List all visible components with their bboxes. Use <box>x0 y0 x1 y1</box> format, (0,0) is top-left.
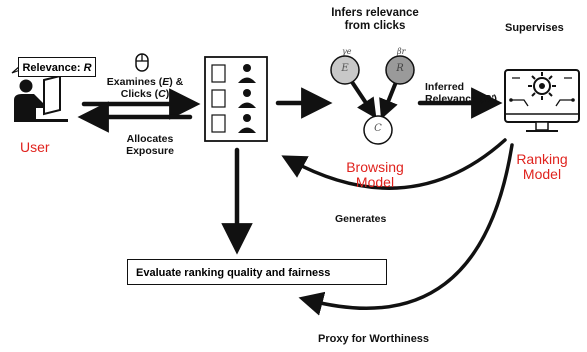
bubble-var: R <box>83 62 92 74</box>
node-c-label: C <box>374 123 382 134</box>
ranking-line2: Model <box>522 166 562 182</box>
allocates-line1: Allocates <box>126 133 174 145</box>
browsing-model-graph <box>330 55 415 145</box>
mouse-icon <box>135 53 149 72</box>
clicks-prefix: Clicks ( <box>120 88 159 100</box>
relevance-bubble: Relevance: R <box>18 57 96 77</box>
node-c <box>363 115 393 145</box>
infers-relevance-title: Infers relevance from clicks <box>325 7 425 33</box>
title-text: Infers relevance from clicks <box>331 7 419 32</box>
allocates-line2: Exposure <box>126 145 174 157</box>
clicks-c: C <box>158 88 166 100</box>
node-r <box>385 55 415 85</box>
arrow-proxy <box>298 143 514 316</box>
clicks-suffix: ) <box>165 88 170 100</box>
allocates-exposure-label: Allocates Exposure <box>115 133 185 157</box>
generates-label: Generates <box>335 213 387 225</box>
inferred-prefix: Relevance ( <box>425 93 484 105</box>
bubble-prefix: Relevance: <box>22 62 84 74</box>
ranking-model-monitor-icon <box>504 69 580 132</box>
user-at-laptop-icon <box>14 74 68 122</box>
evaluate-box: Evaluate ranking quality and fairness <box>127 259 387 285</box>
ranked-list-icon <box>204 56 268 142</box>
browsing-line1: Browsing <box>346 159 404 175</box>
inferred-var: R' <box>483 93 494 105</box>
beta-label: βr <box>397 47 406 56</box>
browsing-model-label: Browsing Model <box>340 160 410 190</box>
user-label: User <box>20 139 50 155</box>
inferred-suffix: ) <box>493 93 497 105</box>
node-r-label: R <box>396 63 404 74</box>
examines-prefix: Examines ( <box>106 76 163 88</box>
inferred-line1: Inferred <box>425 81 465 93</box>
ranking-line1: Ranking <box>516 151 568 167</box>
examines-e: E <box>162 76 170 88</box>
arrows <box>77 87 514 316</box>
gamma-label: γe <box>342 47 352 56</box>
examines-clicks-label: Examines (E) & Clicks (C) <box>100 76 190 100</box>
inferred-relevance-label: Inferred Relevance (R') <box>425 81 497 105</box>
node-e <box>330 55 360 85</box>
proxy-label: Proxy for Worthiness <box>318 333 430 345</box>
node-e-label: E <box>341 63 349 74</box>
arrow-generates <box>281 138 507 190</box>
browsing-line2: Model <box>355 174 395 190</box>
supervises-label: Supervises <box>505 22 564 34</box>
examines-mid: ) & <box>169 76 184 88</box>
ranking-model-label: Ranking Model <box>510 152 574 182</box>
